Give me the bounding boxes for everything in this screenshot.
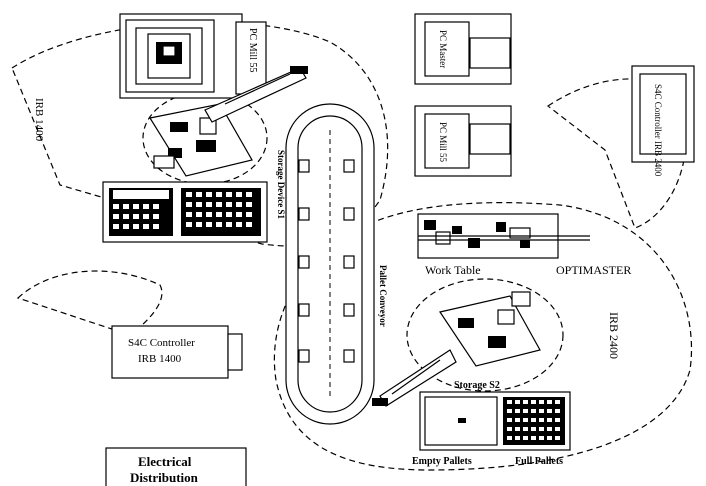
storage-s1-label: Storage Device S1: [276, 150, 286, 219]
s4c-irb1400-envelope: [18, 271, 162, 335]
electrical-label-line2: Distribution: [130, 470, 199, 485]
empty-pallets-label: Empty Pallets: [412, 456, 472, 467]
optimaster-label: OPTIMASTER: [556, 263, 631, 277]
s4c-left-label-line2: IRB 1400: [138, 353, 182, 365]
pallet-conveyor: [286, 104, 374, 424]
s4c-controller-irb1400: S4C Controller IRB 1400: [112, 326, 242, 378]
work-table: [418, 214, 590, 258]
storage-device-s1: [103, 182, 267, 242]
electrical-distribution: Electrical Distribution: [106, 448, 246, 486]
pallet-conveyor-label: Pallet Conveyor: [378, 265, 388, 327]
storage-s2: [420, 392, 570, 450]
work-table-label: Work Table: [425, 263, 481, 277]
pc-mill-right-label: PC Mill 55: [438, 122, 448, 163]
s4c-left-label-line1: S4C Controller: [128, 337, 195, 349]
pc-mill-top-machine: PC Mill 55: [120, 14, 266, 98]
irb2400-label: IRB 2400: [607, 312, 621, 359]
full-pallets-label: Full Pallets: [515, 456, 563, 467]
storage-s2-label: Storage S2: [454, 380, 500, 391]
pc-master-machine: PC Master: [415, 14, 511, 84]
pc-mill-right-machine: PC Mill 55: [415, 106, 511, 176]
pc-mill-top-label: PC Mill 55: [247, 28, 258, 72]
electrical-label-line1: Electrical: [138, 454, 192, 469]
irb1400-label: IRB 1400: [33, 98, 45, 142]
s4c-controller-irb2400: S4C Controller IRB 2400: [632, 66, 694, 177]
s4c-right-label: S4C Controller IRB 2400: [653, 84, 663, 177]
pc-master-label: PC Master: [438, 30, 448, 68]
